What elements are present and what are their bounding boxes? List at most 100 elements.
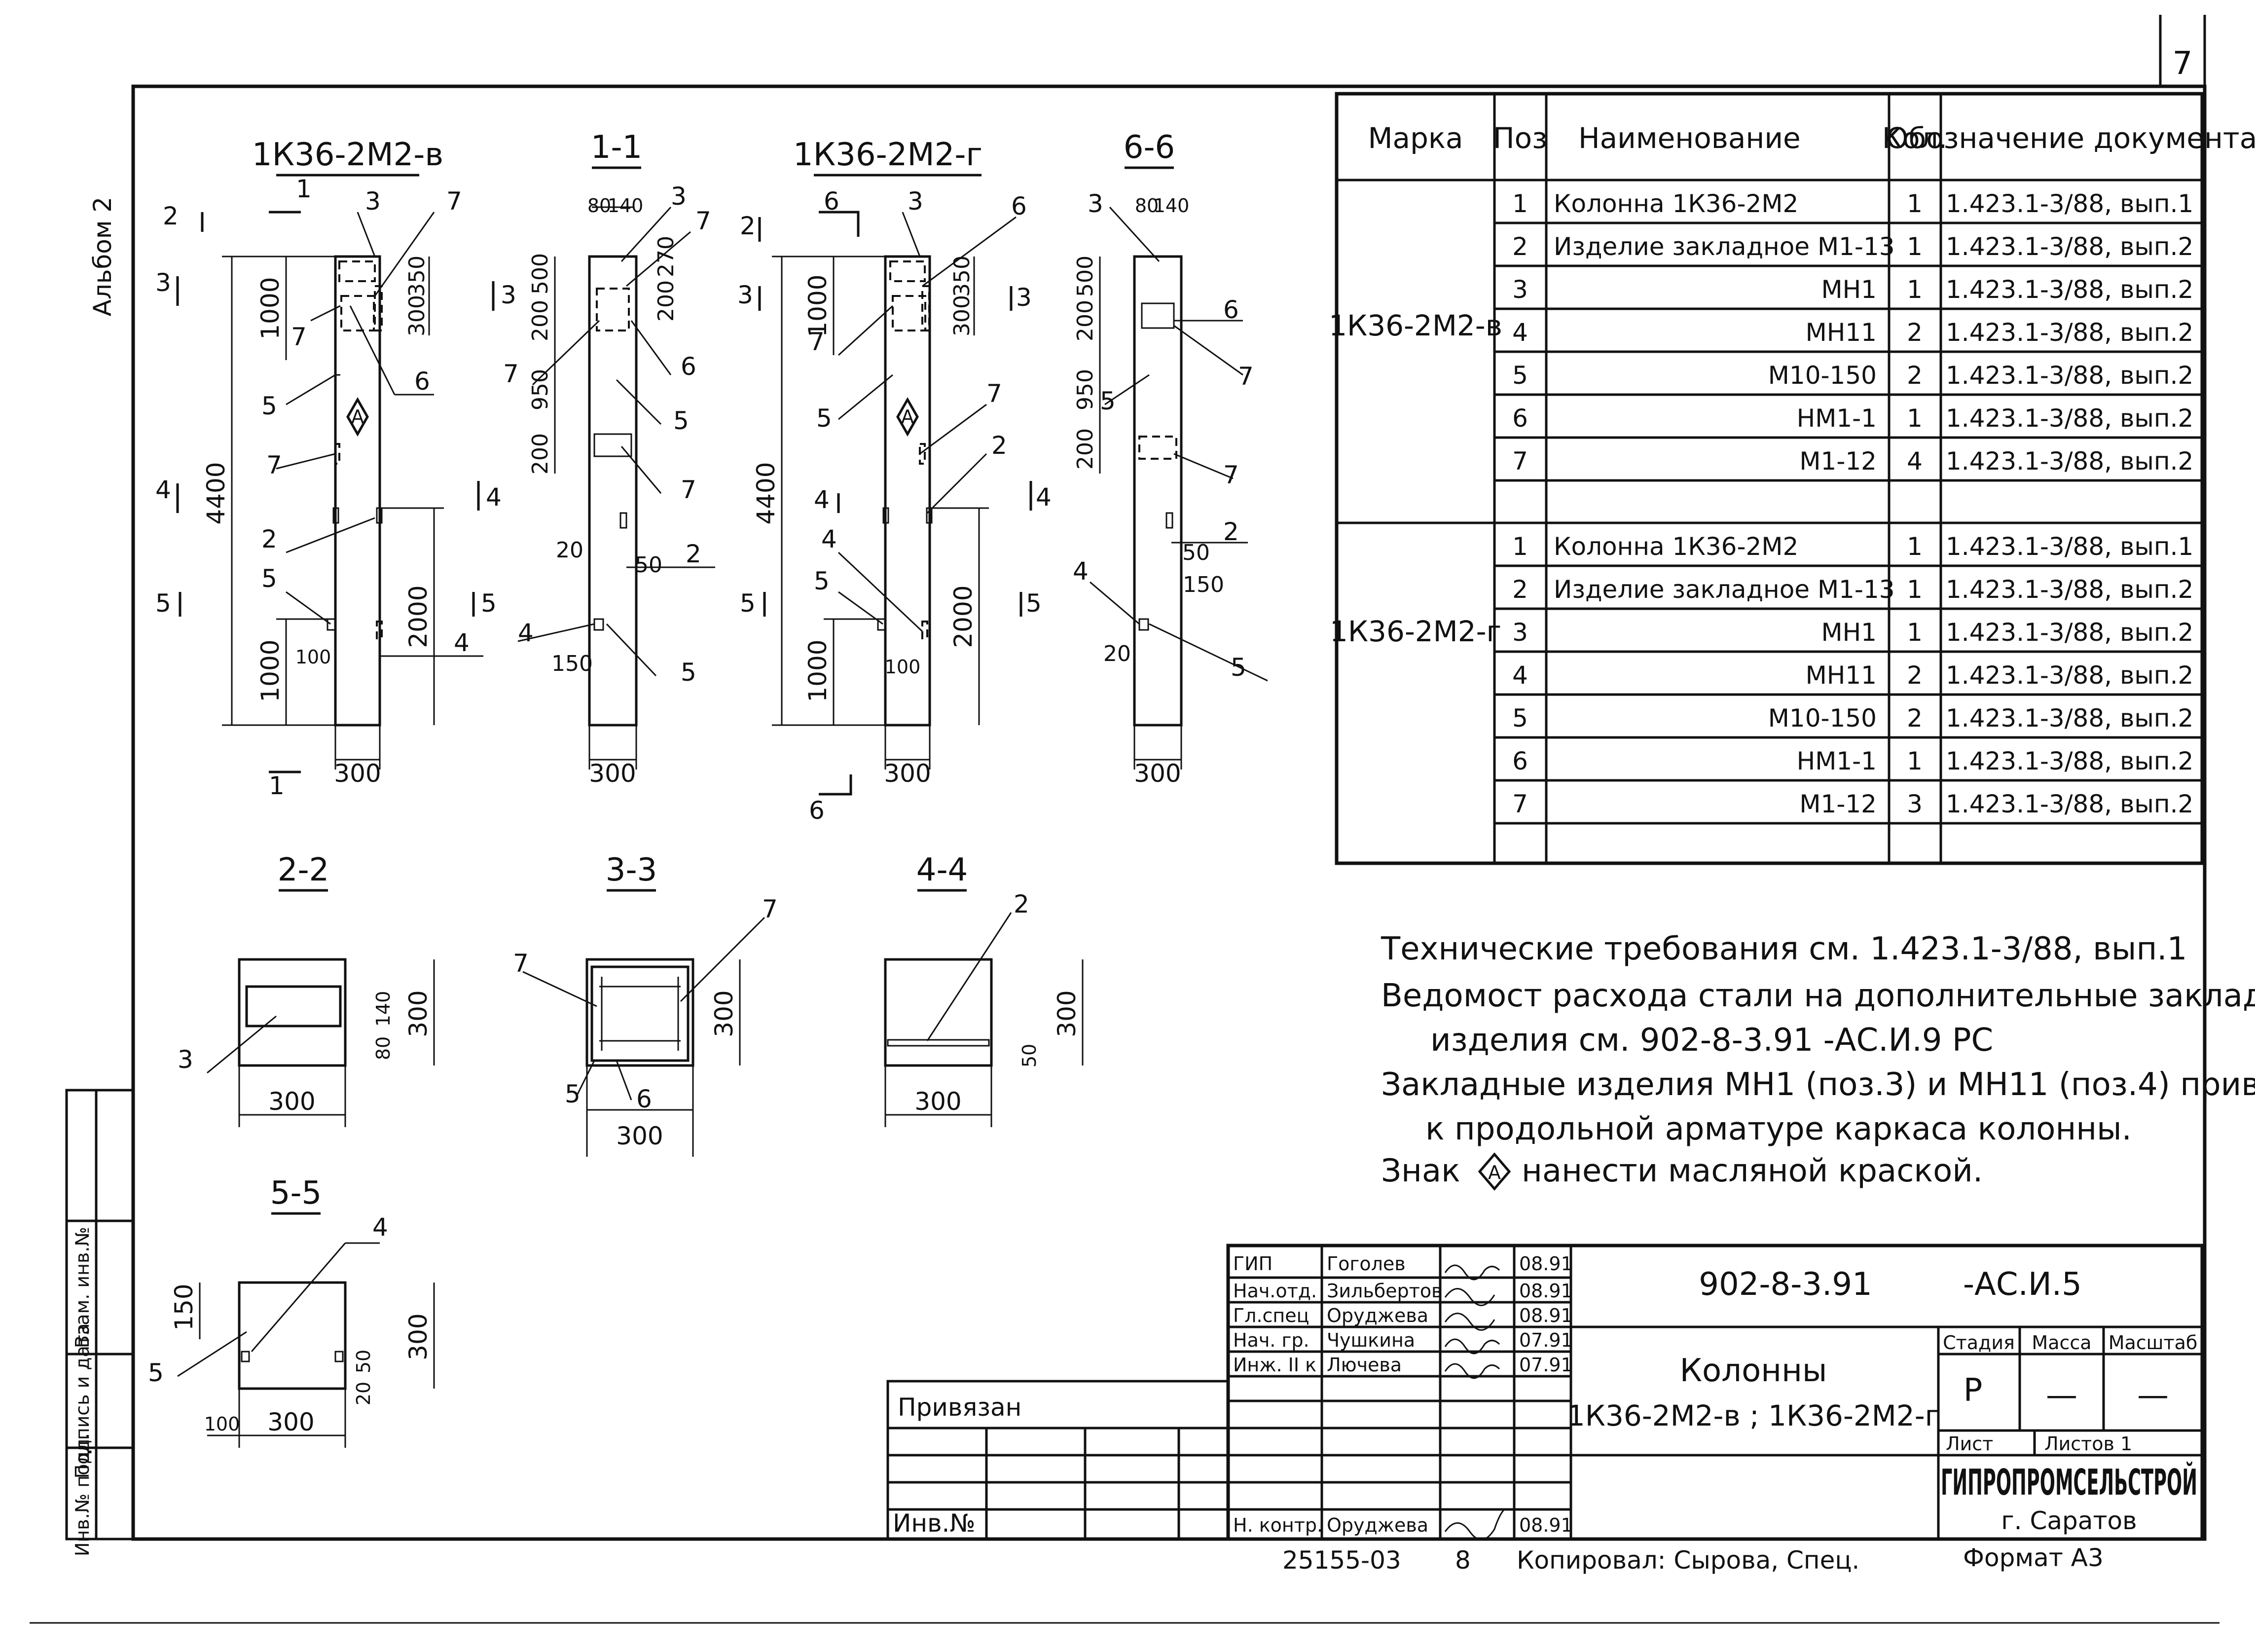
table-cell-name: НМ1-1: [1797, 747, 1877, 775]
svg-text:2: 2: [686, 540, 701, 568]
svg-text:4: 4: [486, 483, 502, 512]
svg-text:300: 300: [1053, 990, 1081, 1037]
doc-title-1: Колонны: [1680, 1353, 1827, 1389]
svg-text:500: 500: [1073, 256, 1098, 297]
svg-text:5: 5: [681, 658, 696, 687]
table-cell-pos: 4: [1512, 318, 1528, 347]
svg-text:300: 300: [404, 295, 430, 336]
spec-group-mark-g: 1К36-2М2-г: [1330, 615, 1501, 648]
column-v-outline: [334, 255, 381, 727]
table-cell-qty: 1: [1907, 232, 1923, 261]
table-cell-qty: 1: [1907, 618, 1923, 647]
svg-text:140: 140: [372, 991, 394, 1027]
table-cell-name: МН11: [1806, 661, 1877, 690]
svg-text:Н. контр.: Н. контр.: [1233, 1514, 1323, 1536]
svg-text:1000: 1000: [803, 274, 832, 337]
svg-text:300: 300: [268, 1087, 315, 1116]
svg-text:300: 300: [404, 990, 433, 1037]
elevation-v-title: 1К36-2М2-в: [252, 137, 443, 173]
elevation-v: 1К36-2М2-в А 4400 1000 1000 100 300 300 …: [155, 137, 516, 800]
svg-text:50: 50: [353, 1350, 374, 1373]
section-3-3: 3-3 300 300 7 7 5 6: [513, 852, 778, 1157]
stage-value: Р: [1964, 1372, 1983, 1409]
spec-group-mark-v: 1К36-2М2-в: [1329, 309, 1502, 342]
svg-text:6: 6: [1223, 295, 1239, 324]
svg-text:300: 300: [404, 1313, 433, 1360]
svg-text:5: 5: [673, 406, 689, 435]
stamp-podpis-data: Подпись и дата: [72, 1323, 93, 1479]
column-g-outline: [884, 255, 931, 727]
svg-text:150: 150: [170, 1284, 198, 1330]
svg-text:3: 3: [501, 281, 516, 309]
svg-text:7: 7: [681, 476, 696, 504]
svg-text:20: 20: [1103, 641, 1131, 666]
stamp-vzam-inv: Взам. инв.№: [72, 1227, 93, 1348]
svg-text:Инж. II к: Инж. II к: [1233, 1354, 1316, 1376]
table-cell-doc: 1.423.1-3/88, вып.2: [1946, 275, 2193, 304]
svg-text:350: 350: [404, 256, 430, 297]
svg-text:300: 300: [949, 295, 975, 336]
table-cell-pos: 3: [1512, 275, 1528, 304]
table-cell-doc: 1.423.1-3/88, вып.2: [1946, 232, 2193, 261]
elevation-g-mark: А: [901, 406, 914, 428]
table-cell-pos: 5: [1512, 704, 1528, 733]
table-cell-doc: 1.423.1-3/88, вып.2: [1946, 361, 2193, 390]
svg-text:08.91: 08.91: [1519, 1305, 1573, 1326]
table-cell-name: М10-150: [1768, 704, 1877, 733]
table-cell-qty: 2: [1907, 704, 1923, 733]
svg-text:140: 140: [1154, 195, 1190, 217]
footer: 25155-03 8 Копировал: Сырова, Спец. Форм…: [30, 1543, 2219, 1624]
svg-text:4: 4: [518, 619, 534, 647]
svg-text:950: 950: [1073, 369, 1098, 410]
table-cell-pos: 7: [1512, 790, 1528, 818]
svg-text:08.91: 08.91: [1519, 1514, 1573, 1536]
svg-text:3: 3: [671, 182, 687, 211]
svg-text:100: 100: [885, 656, 921, 678]
table-cell-qty: 3: [1907, 790, 1923, 818]
table-cell-pos: 2: [1512, 575, 1528, 604]
scale-value: —: [2137, 1377, 2169, 1414]
svg-text:7: 7: [513, 949, 529, 978]
svg-text:300: 300: [267, 1408, 314, 1436]
table-cell-doc: 1.423.1-3/88, вып.1: [1946, 189, 2193, 218]
table-cell-doc: 1.423.1-3/88, вып.2: [1946, 404, 2193, 433]
album-label: Альбом 2: [88, 197, 117, 316]
svg-text:7: 7: [762, 895, 778, 923]
column-6-6-outline: [1133, 255, 1183, 727]
svg-text:3: 3: [155, 268, 171, 297]
org-city: г. Саратов: [2001, 1506, 2137, 1535]
svg-text:300: 300: [710, 990, 738, 1037]
table-cell-pos: 5: [1512, 361, 1528, 390]
svg-text:Оруджева: Оруджева: [1327, 1514, 1428, 1536]
footer-number: 25155-03: [1282, 1546, 1401, 1575]
svg-text:Стадия: Стадия: [1943, 1332, 2015, 1354]
svg-text:3: 3: [1088, 189, 1103, 218]
footer-copied: Копировал: Сырова, Спец.: [1517, 1546, 1859, 1575]
svg-text:7: 7: [266, 451, 282, 479]
table-cell-name: МН1: [1821, 618, 1877, 647]
svg-text:Гоголев: Гоголев: [1327, 1253, 1406, 1275]
doc-code: 902-8-3.91: [1699, 1266, 1872, 1303]
table-cell-qty: 1: [1907, 747, 1923, 775]
svg-text:5: 5: [816, 404, 832, 433]
table-cell-doc: 1.423.1-3/88, вып.2: [1946, 447, 2193, 476]
svg-text:140: 140: [608, 195, 644, 217]
signatures: [1444, 1264, 1505, 1541]
spec-header-mark: Марка: [1368, 121, 1463, 155]
table-cell-pos: 6: [1512, 404, 1528, 433]
svg-text:Гл.спец: Гл.спец: [1233, 1305, 1309, 1326]
svg-text:50: 50: [1182, 540, 1210, 565]
svg-text:Нач. гр.: Нач. гр.: [1233, 1329, 1309, 1351]
svg-text:2000: 2000: [404, 585, 433, 648]
table-cell-pos: 1: [1512, 532, 1528, 561]
sheet-number: 7: [2173, 45, 2193, 82]
svg-text:3: 3: [178, 1045, 193, 1074]
title-block: Привязан Инв.№ ГИП Гоголев 08.91 Нач.отд…: [886, 1244, 2204, 1541]
svg-text:50: 50: [635, 552, 662, 578]
svg-text:200: 200: [1073, 300, 1098, 341]
svg-text:4: 4: [1036, 483, 1052, 512]
table-cell-name: Колонна 1К36-2М2: [1554, 532, 1798, 561]
svg-text:7: 7: [1238, 362, 1254, 391]
stamp-inv-podl: Инв.№ подл.: [72, 1433, 93, 1556]
svg-text:7: 7: [446, 187, 462, 216]
